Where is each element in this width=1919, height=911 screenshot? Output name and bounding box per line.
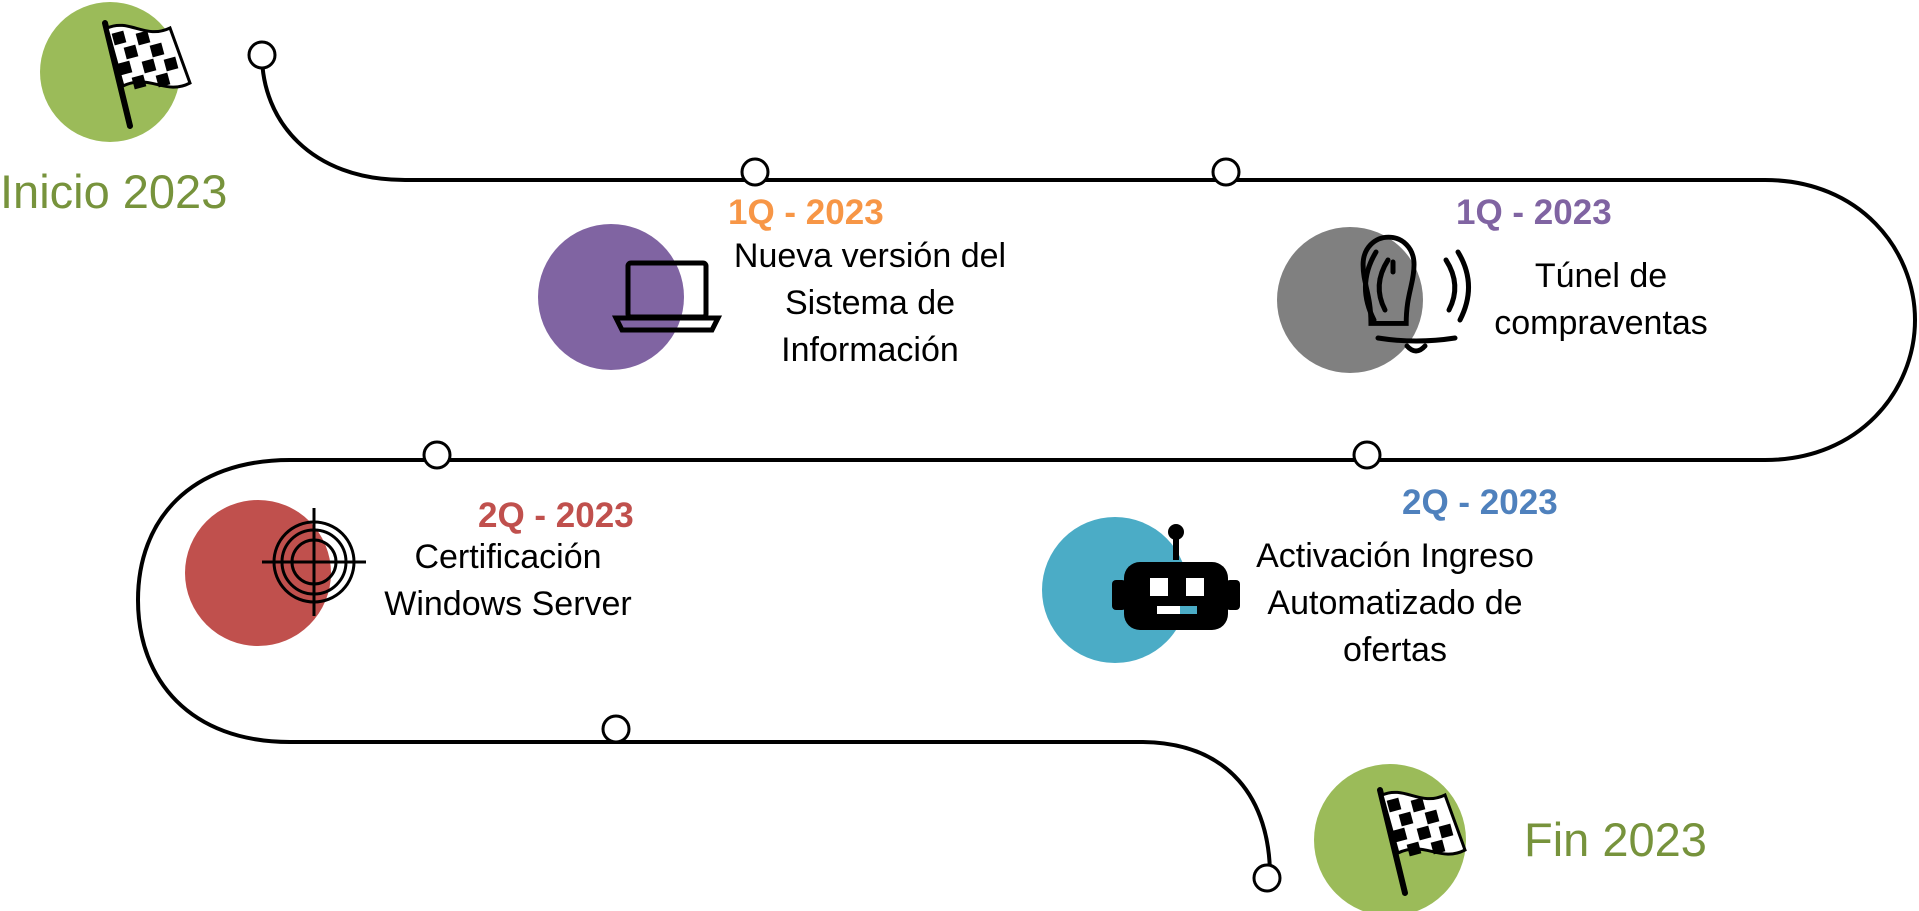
road-path <box>135 54 1918 877</box>
milestone-4-line: Automatizado de <box>1267 584 1523 622</box>
milestone-3-line: Windows Server <box>384 585 632 623</box>
milestone-2-description: Túnel de compraventas <box>1466 253 1736 347</box>
robot-icon <box>1112 524 1240 630</box>
milestone-1-line: Información <box>781 331 959 369</box>
milestone-2-line: compraventas <box>1494 304 1708 342</box>
milestone-3-description: Certificación Windows Server <box>368 534 648 628</box>
road-node <box>601 714 631 744</box>
road-end-node <box>1252 863 1282 893</box>
road-node <box>1211 157 1241 187</box>
bell-alarm-icon <box>1360 234 1471 354</box>
road-start-node <box>247 40 277 70</box>
milestone-1-line: Nueva versión del <box>733 237 1007 275</box>
milestone-1-line: Sistema de <box>784 284 956 322</box>
crosshair-icon <box>262 508 366 616</box>
checkered-flag-icon <box>1377 787 1467 896</box>
milestone-1-period: 1Q - 2023 <box>728 193 884 232</box>
milestone-4-line: Activación Ingreso <box>1256 537 1534 575</box>
milestone-1-circle <box>538 224 684 370</box>
road-node <box>422 440 452 470</box>
milestone-4-period: 2Q - 2023 <box>1402 483 1558 522</box>
milestone-3-period: 2Q - 2023 <box>478 496 634 535</box>
road-node <box>740 157 770 187</box>
milestone-4-description: Activación Ingreso Automatizado de ofert… <box>1240 533 1550 674</box>
end-label: Fin 2023 <box>1524 813 1707 866</box>
milestone-2-line: Túnel de <box>1534 257 1668 295</box>
start-label: Inicio 2023 <box>0 165 228 218</box>
milestone-1-description: Nueva versión del Sistema de Información <box>700 233 1040 374</box>
laptop-icon <box>611 260 723 333</box>
milestone-2-circle <box>1277 227 1423 373</box>
milestone-4-line: ofertas <box>1343 631 1447 669</box>
milestone-2-period: 1Q - 2023 <box>1456 193 1612 232</box>
milestone-3-line: Certificación <box>414 538 602 576</box>
road-node <box>1352 440 1382 470</box>
checkered-flag-icon <box>102 20 192 129</box>
